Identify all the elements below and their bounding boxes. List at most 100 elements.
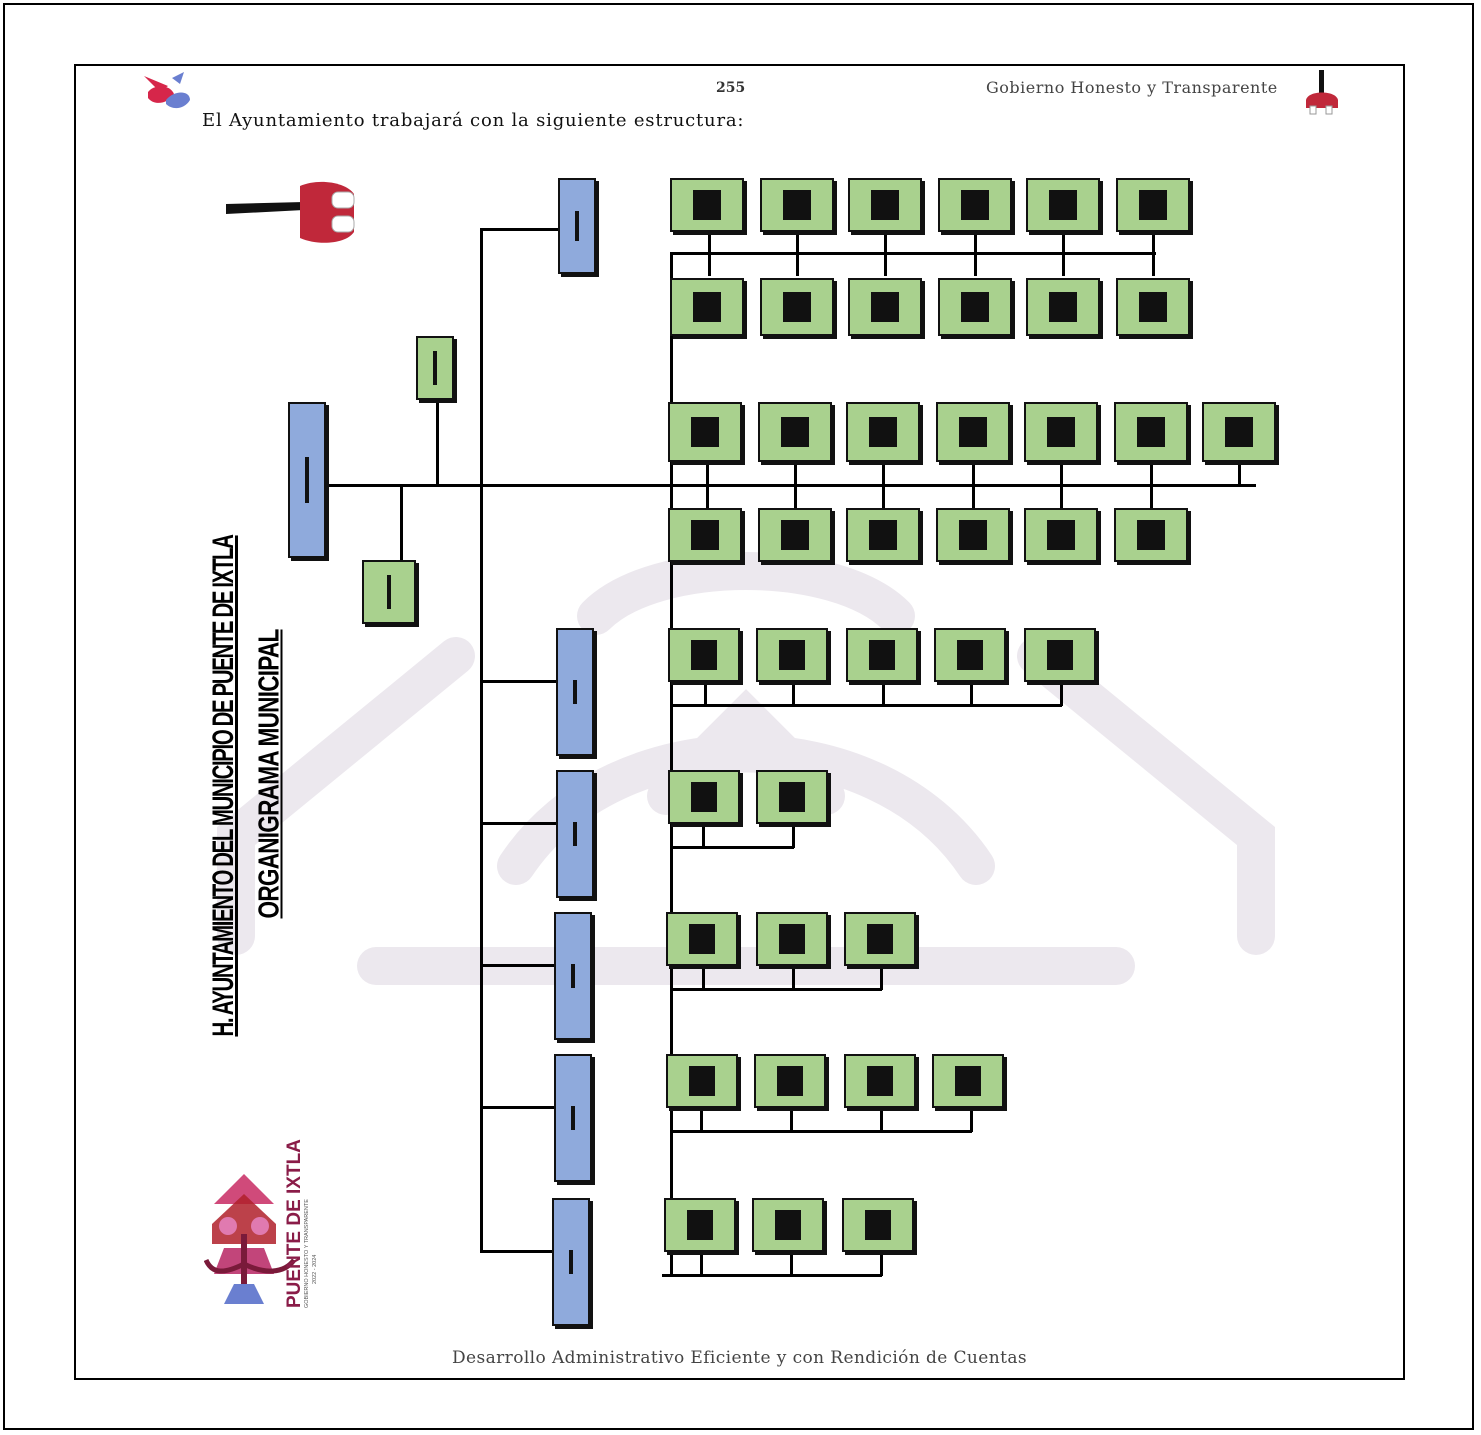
org-box-green xyxy=(752,1198,824,1252)
org-box-green xyxy=(1116,178,1190,232)
org-box-green xyxy=(938,278,1012,336)
logo-years: 2022 - 2024 xyxy=(312,1254,318,1284)
logo-tagline: GOBIERNO HONESTO Y TRANSPARENTE xyxy=(304,1199,310,1308)
org-box-green xyxy=(1024,508,1098,562)
org-box-green xyxy=(668,628,740,682)
connector-line xyxy=(670,1130,972,1133)
org-box-green xyxy=(756,770,828,824)
org-box-blue xyxy=(556,628,594,756)
outer-frame xyxy=(3,3,1474,1430)
document-subtitle: ORGANIGRAMA MUNICIPAL xyxy=(253,629,286,919)
org-box-green xyxy=(670,178,744,232)
org-box-green xyxy=(754,1054,826,1108)
org-box-green xyxy=(760,178,834,232)
page-footer: Desarrollo Administrativo Eficiente y co… xyxy=(452,1348,1027,1368)
org-box-green xyxy=(666,912,738,966)
header-slogan: Gobierno Honesto y Transparente xyxy=(986,78,1278,97)
connector-line xyxy=(436,396,439,486)
connector-line xyxy=(972,462,975,508)
connector-line xyxy=(670,704,1062,707)
connector-line xyxy=(670,846,794,849)
connector-line xyxy=(880,1252,883,1276)
org-box-green xyxy=(670,278,744,336)
org-box-green xyxy=(756,912,828,966)
org-box-blue xyxy=(556,770,594,898)
connector-line xyxy=(700,1108,703,1132)
connector-line xyxy=(882,682,885,706)
connector-line xyxy=(702,824,705,848)
org-box-green xyxy=(1024,402,1098,462)
tree-emblem-icon xyxy=(204,1174,297,1304)
connector-line xyxy=(792,824,795,848)
connector-line xyxy=(970,682,973,706)
connector-line xyxy=(480,1106,556,1109)
fork-tree-icon xyxy=(1306,70,1338,115)
connector-line xyxy=(480,228,562,231)
connector-line xyxy=(1152,232,1155,276)
org-box-green xyxy=(936,402,1010,462)
connector-line xyxy=(790,1252,793,1276)
org-box-green xyxy=(848,278,922,336)
org-box-green xyxy=(758,402,832,462)
connector-line xyxy=(480,228,483,1252)
connector-line xyxy=(1238,462,1241,486)
org-box-green xyxy=(756,628,828,682)
connector-line xyxy=(1150,462,1153,508)
org-box-green xyxy=(1026,178,1100,232)
connector-line xyxy=(480,822,556,825)
connector-line xyxy=(400,484,403,560)
org-box-blue xyxy=(558,178,596,274)
connector-line xyxy=(970,1108,973,1132)
connector-line xyxy=(882,462,885,508)
org-box-green xyxy=(664,1198,736,1252)
org-box-green xyxy=(362,560,416,624)
org-box-green xyxy=(936,508,1010,562)
org-box-green xyxy=(758,508,832,562)
connector-line xyxy=(706,462,709,508)
org-box-blue xyxy=(288,402,326,558)
org-box-green xyxy=(842,1198,914,1252)
bird-logo-icon xyxy=(144,72,190,109)
org-box-green xyxy=(1116,278,1190,336)
connector-line xyxy=(670,252,673,1276)
page-number: 255 xyxy=(716,80,746,96)
org-box-blue xyxy=(552,1198,590,1326)
connector-line xyxy=(1062,232,1065,276)
logo-name: PUENTE DE IXTLA xyxy=(284,1139,305,1308)
municipal-logo: PUENTE DE IXTLA GOBIERNO HONESTO Y TRANS… xyxy=(204,1139,340,1314)
connector-line xyxy=(794,462,797,508)
org-box-green xyxy=(938,178,1012,232)
org-box-green xyxy=(844,1054,916,1108)
connector-line xyxy=(792,966,795,990)
org-box-green xyxy=(1026,278,1100,336)
org-box-green xyxy=(844,912,916,966)
connector-line xyxy=(1060,462,1063,508)
connector-line xyxy=(328,484,1256,487)
connector-line xyxy=(884,232,887,276)
document-title: H. AYUNTAMIENTO DEL MUNICIPIO DE PUENTE … xyxy=(207,535,240,1037)
connector-line xyxy=(1060,682,1063,706)
connector-line xyxy=(670,988,882,991)
org-box-green xyxy=(1114,508,1188,562)
connector-line xyxy=(974,232,977,276)
connector-line xyxy=(700,1252,703,1276)
connector-line xyxy=(704,682,707,706)
connector-line xyxy=(480,1250,556,1253)
connector-line xyxy=(880,1108,883,1132)
connector-line xyxy=(790,1108,793,1132)
connector-line xyxy=(662,1274,882,1277)
org-box-green xyxy=(846,402,920,462)
connector-line xyxy=(792,682,795,706)
org-box-green xyxy=(1114,402,1188,462)
org-box-green xyxy=(416,336,454,400)
connector-line xyxy=(670,252,1156,255)
org-box-green xyxy=(846,508,920,562)
org-box-blue xyxy=(554,912,592,1040)
org-box-blue xyxy=(554,1054,592,1182)
connector-line xyxy=(880,966,883,990)
org-box-green xyxy=(666,1054,738,1108)
org-box-green xyxy=(760,278,834,336)
org-box-green xyxy=(848,178,922,232)
fork-tree-large-icon xyxy=(226,181,355,243)
org-box-green xyxy=(932,1054,1004,1108)
